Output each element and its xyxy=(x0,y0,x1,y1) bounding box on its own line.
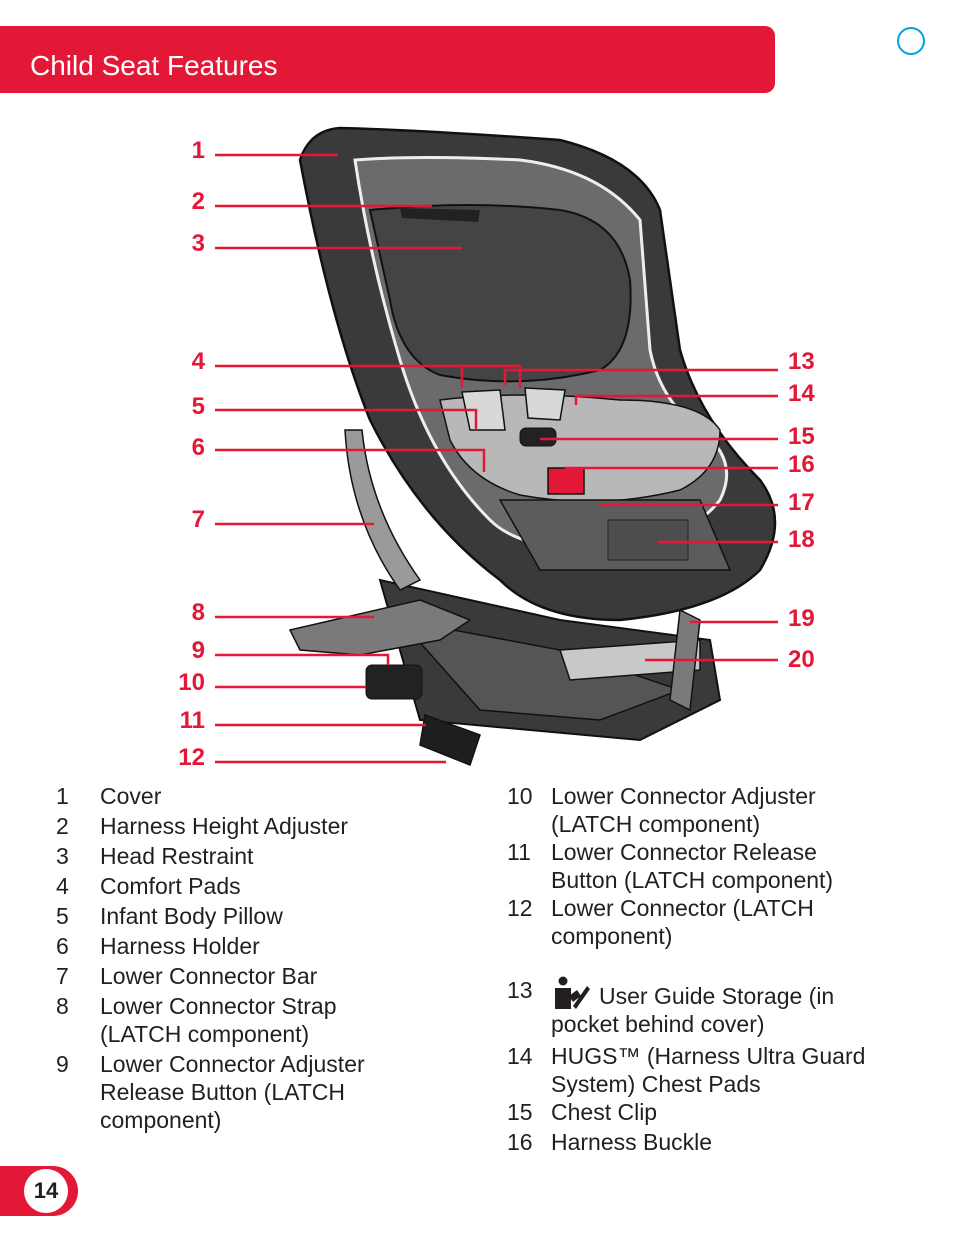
callout-3: 3 xyxy=(191,230,205,257)
callout-18: 18 xyxy=(788,526,815,553)
callout-9: 9 xyxy=(191,637,205,664)
callout-15: 15 xyxy=(788,423,815,450)
car-seat-diagram xyxy=(215,126,778,766)
corner-circle-icon xyxy=(897,27,925,55)
page-number: 14 xyxy=(24,1169,68,1213)
callout-12: 12 xyxy=(178,744,205,771)
user-guide-icon xyxy=(555,976,590,1009)
callout-10: 10 xyxy=(178,669,205,696)
callout-13: 13 xyxy=(788,348,815,375)
callout-8: 8 xyxy=(191,599,205,626)
callout-20: 20 xyxy=(788,646,815,673)
callout-6: 6 xyxy=(191,434,205,461)
list-item: 13 User Guide Storage (in pocket behind … xyxy=(507,976,835,1037)
callout-14: 14 xyxy=(788,380,815,407)
section-header: Child Seat Features xyxy=(0,26,775,93)
callout-17: 17 xyxy=(788,489,815,516)
page-number-tab: 14 xyxy=(0,1166,78,1216)
callout-4: 4 xyxy=(191,348,205,375)
callout-16: 16 xyxy=(788,451,815,478)
callout-5: 5 xyxy=(191,393,205,420)
callout-19: 19 xyxy=(788,605,815,632)
callout-7: 7 xyxy=(191,506,205,533)
callout-11: 11 xyxy=(179,707,205,734)
section-title: Child Seat Features xyxy=(30,50,278,81)
callout-2: 2 xyxy=(191,188,205,215)
callout-1: 1 xyxy=(191,137,205,164)
